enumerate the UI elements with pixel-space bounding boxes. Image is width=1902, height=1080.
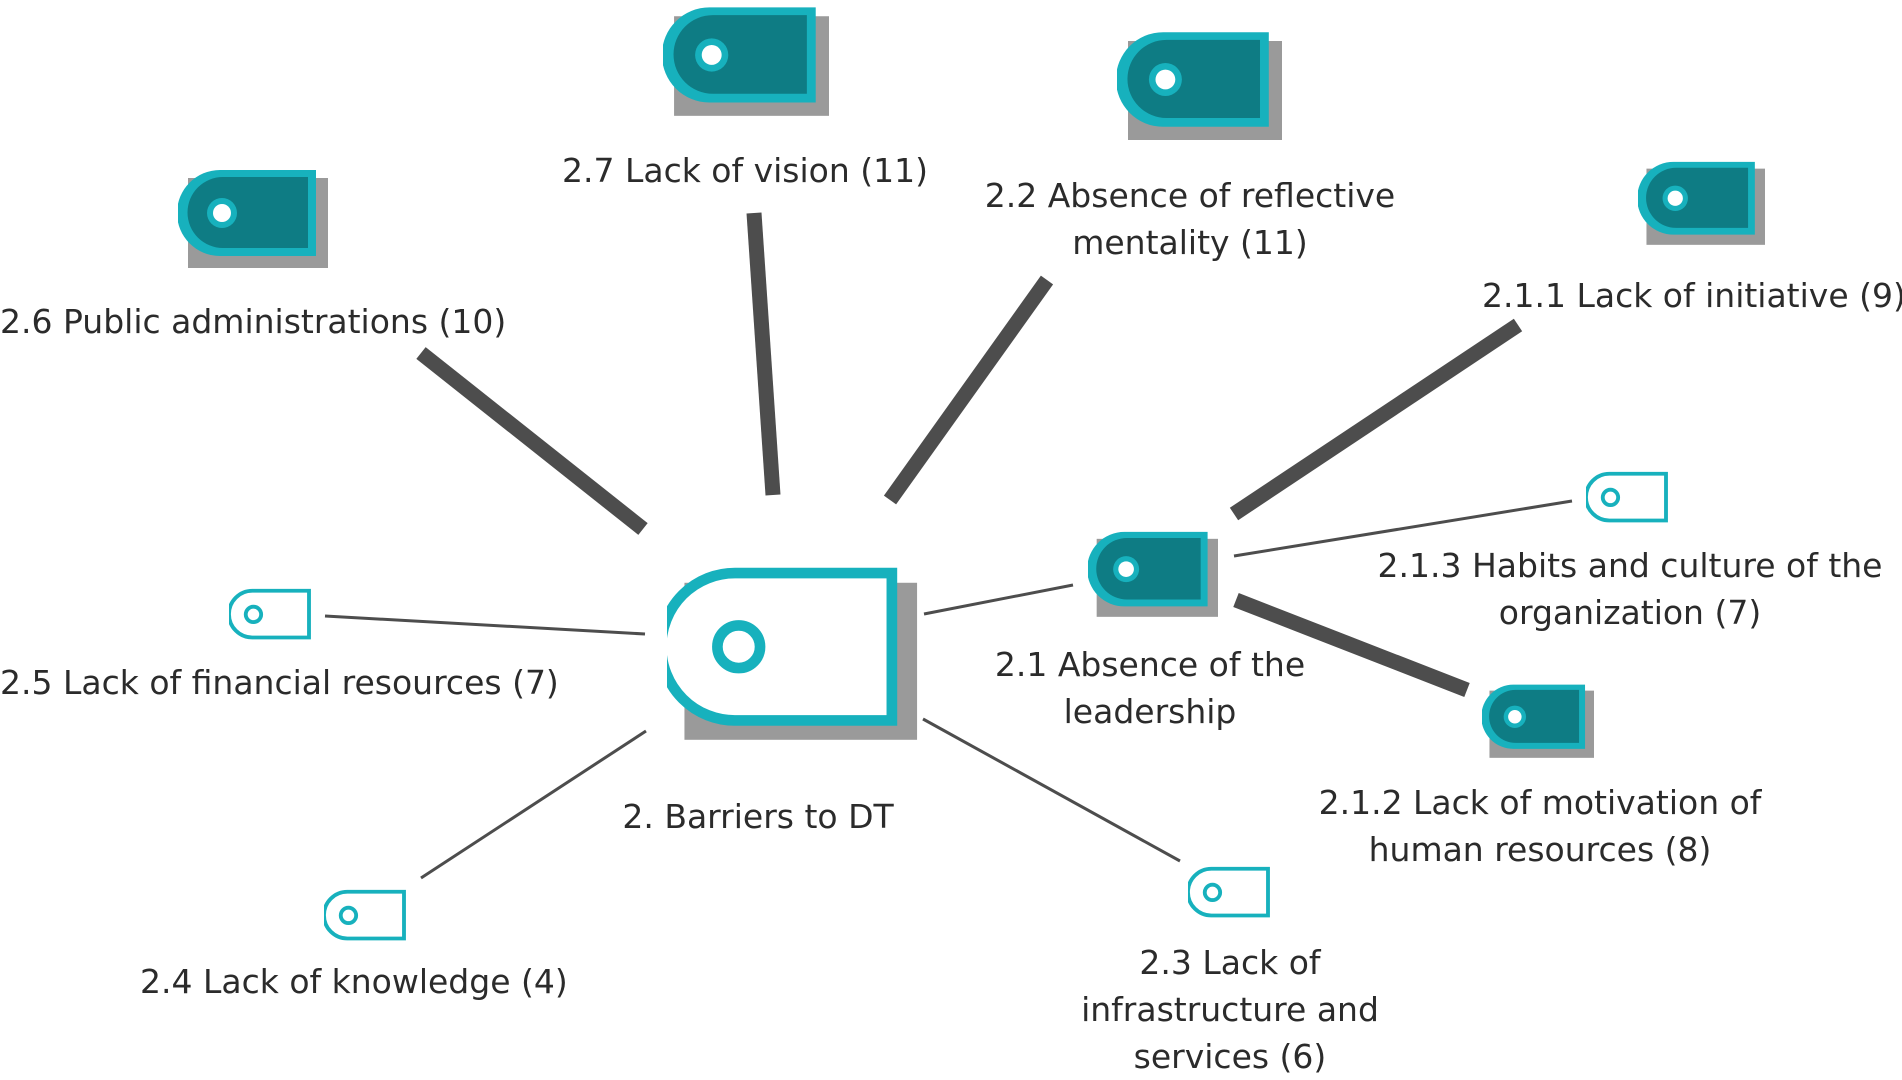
- node-label-2-1-3: 2.1.3 Habits and culture of the organiza…: [1377, 546, 1883, 632]
- edge-center-2-6: [416, 347, 648, 535]
- node-outline-icon: [1586, 471, 1668, 523]
- node-label-2-1: 2.1 Absence of the leadership: [994, 645, 1306, 731]
- node-outline-icon: [324, 889, 406, 941]
- node-filled-icon: [1482, 684, 1594, 758]
- node-label-2-2: 2.2 Absence of reflective mentality (11): [984, 176, 1396, 262]
- node-filled-icon: [663, 7, 829, 116]
- node-label-2-6: 2.6 Public administrations (10): [0, 302, 507, 341]
- node-label-2-3: 2.3 Lack of infrastructure and services …: [1081, 943, 1379, 1076]
- edge-center-2-7: [746, 212, 781, 496]
- edge-hub-2-1-2: [1233, 593, 1470, 697]
- edge-center-2-2: [883, 275, 1054, 505]
- edge-hub-2-1-3: [1233, 499, 1573, 558]
- node-outline-icon: [1188, 866, 1270, 918]
- node-filled-icon: [178, 170, 328, 268]
- edge-hub-2-1-1: [1229, 318, 1523, 521]
- node-label-2-4: 2.4 Lack of knowledge (4): [140, 962, 568, 1001]
- edge-center-2-4: [420, 729, 647, 880]
- node-label-2-7: 2.7 Lack of vision (11): [561, 151, 928, 190]
- node-label-2-1-2: 2.1.2 Lack of motivation of human resour…: [1318, 783, 1762, 869]
- center-label: 2. Barriers to DT: [622, 797, 894, 836]
- node-filled-icon: [1088, 531, 1218, 617]
- node-outline-icon: [661, 573, 917, 740]
- edge-center-2-5: [324, 614, 646, 636]
- edge-center-2-3: [922, 717, 1181, 863]
- edge-center-2-1: [923, 583, 1074, 616]
- node-filled-icon: [1117, 32, 1282, 140]
- node-label-2-1-1: 2.1.1 Lack of initiative (9): [1482, 276, 1902, 315]
- node-label-2-5: 2.5 Lack of financial resources (7): [0, 663, 559, 702]
- node-filled-icon: [1638, 161, 1765, 245]
- node-outline-icon: [229, 588, 311, 640]
